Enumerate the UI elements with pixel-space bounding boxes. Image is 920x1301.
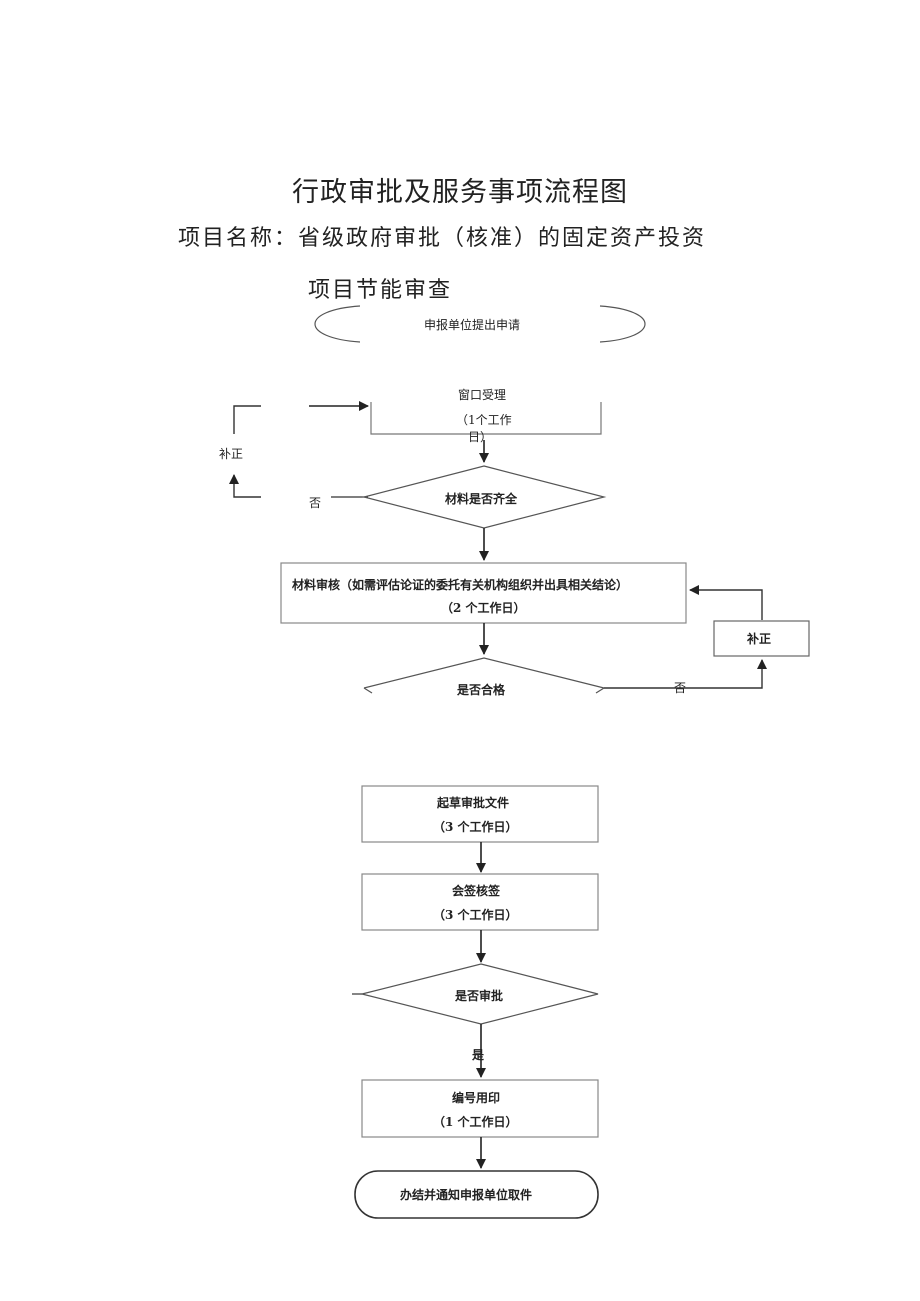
countersign-label: 会签核签	[452, 884, 501, 898]
number-seal-days: （1 个工作日）	[433, 1115, 518, 1129]
draft-doc-label: 起草审批文件	[437, 796, 510, 810]
material-review-days: （2 个工作日）	[441, 601, 526, 615]
page-title: 行政审批及服务事项流程图	[292, 177, 628, 208]
no-left-label: 否	[309, 496, 322, 510]
finish-label: 办结并通知申报单位取件	[400, 1188, 533, 1202]
yes-label: 是	[472, 1048, 485, 1062]
correct-right-box	[713, 620, 810, 657]
project-name-line-1: 项目名称：省级政府审批（核准）的固定资产投资	[178, 226, 707, 251]
window-accept-box	[370, 402, 602, 435]
finish-terminal	[354, 1170, 599, 1219]
number-seal-label: 编号用印	[452, 1091, 501, 1105]
correct-left-label: 补正	[219, 447, 244, 461]
materials-complete-label: 材料是否齐全	[445, 492, 518, 506]
window-accept-days-2: 日）	[468, 430, 493, 444]
start-ellipse	[314, 305, 361, 343]
number-seal-box	[361, 1079, 599, 1138]
draft-doc-box	[361, 785, 599, 843]
project-name-line-2: 项目节能审查	[308, 278, 453, 303]
qualified-label: 是否合格	[457, 683, 506, 697]
window-accept-days-1: （1个工作	[456, 413, 512, 427]
draft-doc-days: （3 个工作日）	[433, 820, 518, 834]
no-right-label: 否	[674, 681, 687, 695]
qualified-diamond	[363, 657, 605, 689]
countersign-days: （3 个工作日）	[433, 908, 518, 922]
window-accept-label: 窗口受理	[458, 388, 507, 402]
start-label: 申报单位提出申请	[424, 318, 521, 332]
countersign-box	[361, 873, 599, 931]
correct-right-label: 补正	[747, 632, 772, 646]
approve-label: 是否审批	[455, 989, 504, 1003]
material-review-label: 材料审核（如需评估论证的委托有关机构组织并出具相关结论）	[292, 578, 629, 592]
